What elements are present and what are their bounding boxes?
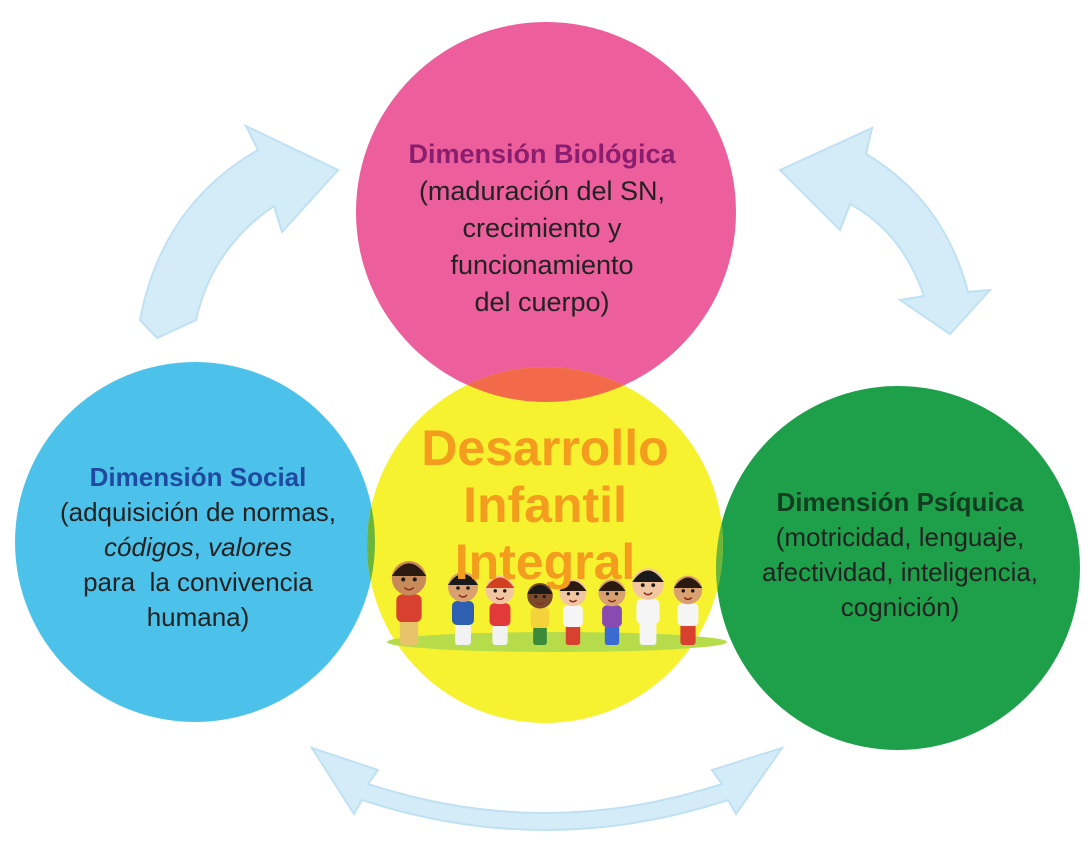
social-text-block: Dimensión Social (adquisición de normas,… — [18, 460, 378, 635]
social-line: (adquisición de normas, — [59, 497, 337, 527]
center-title-line: Infantil — [463, 477, 627, 533]
social-separator: , — [193, 532, 209, 562]
arrow-bottom — [309, 746, 785, 831]
circle-biologica — [356, 22, 736, 402]
arrow-top-left — [138, 123, 340, 340]
child-figure — [673, 575, 703, 645]
psiquica-line: afectividad, inteligencia, — [761, 557, 1039, 587]
biologica-text-block: Dimensión Biológica (maduración del SN, … — [352, 136, 732, 321]
child-figure — [559, 579, 587, 645]
center-title-line: Integral — [454, 534, 636, 590]
biologica-title: Dimensión Biológica — [408, 139, 676, 169]
social-line: para la convivencia — [83, 567, 313, 597]
child-figure — [527, 582, 553, 645]
social-valores: valores — [208, 532, 292, 562]
social-title: Dimensión Social — [89, 462, 307, 492]
social-description: (adquisición de normas, códigos, valores… — [18, 495, 378, 635]
center-title-line: Desarrollo — [421, 420, 669, 476]
psiquica-description: (motricidad, lenguaje, afectividad, inte… — [712, 520, 1088, 625]
social-line: códigos, valores — [18, 530, 378, 565]
biologica-line: funcionamiento — [450, 250, 634, 280]
biologica-line: (maduración del SN, — [418, 176, 666, 206]
psiquica-title: Dimensión Psíquica — [776, 487, 1024, 517]
biologica-line: del cuerpo) — [474, 287, 610, 317]
child-figure — [632, 568, 664, 645]
child-figure — [485, 575, 515, 645]
grass-ground — [387, 632, 727, 652]
biologica-line: crecimiento y — [462, 213, 622, 243]
psiquica-line: cognición) — [840, 592, 960, 622]
psiquica-text-block: Dimensión Psíquica (motricidad, lenguaje… — [712, 485, 1088, 625]
child-figure — [448, 572, 478, 645]
child-figure — [391, 561, 427, 645]
circle-social — [15, 362, 375, 722]
children-illustration — [387, 561, 727, 652]
social-line: humana) — [146, 602, 250, 632]
arrow-top-right — [778, 126, 993, 336]
biologica-description: (maduración del SN, crecimiento y funcio… — [352, 173, 732, 321]
psiquica-line: (motricidad, lenguaje, — [775, 522, 1025, 552]
cycle-arrows — [138, 123, 993, 831]
social-codigos: códigos — [104, 532, 194, 562]
child-figure — [598, 579, 626, 645]
center-title: Desarrollo Infantil Integral — [380, 420, 710, 591]
circle-psiquica — [716, 386, 1080, 750]
